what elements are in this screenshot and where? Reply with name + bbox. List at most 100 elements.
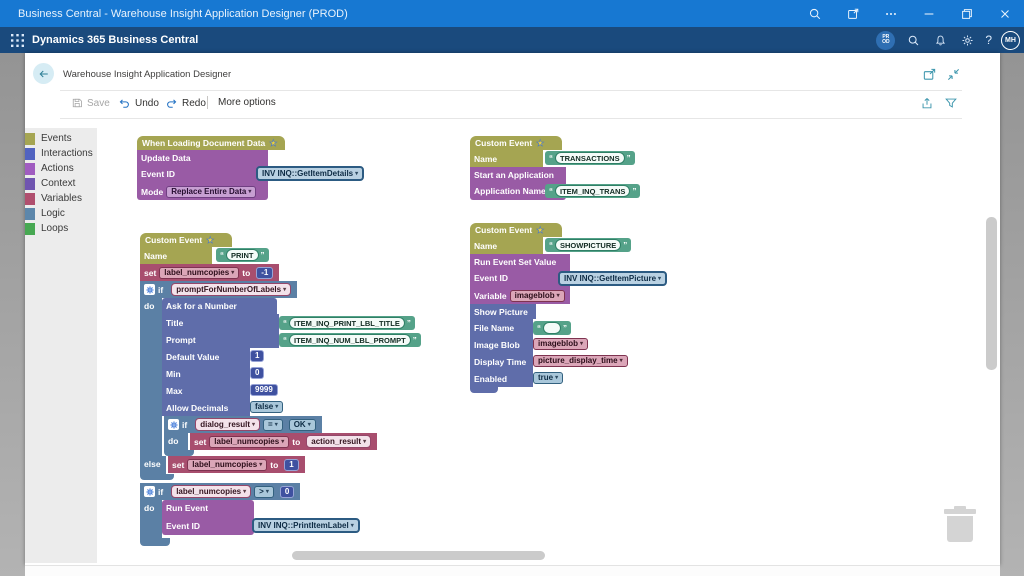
- block-custom-event-print[interactable]: Custom Event★ Name “PRINT” set label_num…: [140, 233, 421, 546]
- minimize-button[interactable]: [910, 0, 948, 27]
- variable-dropdown[interactable]: action_result▾: [306, 435, 372, 448]
- toolbox-category-interactions[interactable]: Interactions: [25, 146, 97, 161]
- mutator-gear-icon[interactable]: [144, 284, 155, 295]
- text-field[interactable]: ITEM_INQ_TRANS: [555, 185, 631, 197]
- undo-label: Undo: [135, 98, 159, 109]
- block-custom-event-showpicture[interactable]: Custom Event★ Name “SHOWPICTURE” Run Eve…: [470, 223, 668, 393]
- horizontal-scrollbar-thumb[interactable]: [292, 551, 545, 560]
- event-id-dropdown[interactable]: INV INQ::PrintItemLabel▾: [252, 518, 360, 533]
- star-icon[interactable]: ★: [536, 224, 545, 235]
- text-value-block[interactable]: “SHOWPICTURE”: [545, 238, 632, 252]
- text-value-block[interactable]: “ITEM_INQ_TRANS”: [545, 184, 641, 198]
- left-gutter: [0, 53, 25, 576]
- collapse-window-icon[interactable]: [946, 67, 962, 83]
- help-icon[interactable]: ?: [985, 33, 992, 47]
- variable-dropdown[interactable]: label_numcopies▾: [159, 266, 240, 279]
- number-value-block[interactable]: 0: [279, 485, 295, 498]
- variable-dropdown[interactable]: label_numcopies▾: [187, 458, 268, 471]
- operator-dropdown[interactable]: >▾: [254, 485, 274, 498]
- toolbox-category-loops[interactable]: Loops: [25, 221, 97, 236]
- value-dropdown[interactable]: OK▾: [288, 418, 316, 431]
- search-icon[interactable]: [904, 31, 922, 49]
- vertical-scrollbar-thumb[interactable]: [986, 217, 997, 370]
- settings-more-icon[interactable]: [872, 0, 910, 27]
- text-field[interactable]: ITEM_INQ_PRINT_LBL_TITLE: [289, 317, 405, 329]
- operator-dropdown[interactable]: =▾: [263, 418, 283, 431]
- text-field[interactable]: TRANSACTIONS: [555, 152, 625, 164]
- variable-dropdown[interactable]: label_numcopies▾: [209, 435, 290, 448]
- category-color-bar: [25, 192, 35, 205]
- variable-dropdown[interactable]: imageblob▾: [533, 338, 589, 350]
- text-field[interactable]: SHOWPICTURE: [555, 239, 622, 251]
- open-in-new-window-icon[interactable]: [922, 67, 938, 83]
- toolbox-category-variables[interactable]: Variables: [25, 191, 97, 206]
- redo-button[interactable]: Redo: [165, 97, 206, 110]
- notifications-bell-icon[interactable]: [931, 31, 949, 49]
- block-if-dialog-result[interactable]: if dialog_result▾ =▾ OK▾ do set label_nu…: [164, 416, 378, 456]
- mode-dropdown[interactable]: Replace Entire Data▾: [166, 185, 257, 198]
- dropdown-value: =: [268, 419, 273, 429]
- number-value-block[interactable]: 1: [250, 350, 265, 362]
- set-variable-block[interactable]: set label_numcopies▾ to -1: [140, 264, 280, 281]
- if-block[interactable]: if dialog_result▾ =▾ OK▾: [164, 416, 322, 433]
- number-value-block[interactable]: 1: [284, 458, 299, 471]
- number-value-block[interactable]: -1: [256, 266, 274, 279]
- undo-button[interactable]: Undo: [118, 97, 159, 110]
- if-block[interactable]: if label_numcopies▾ >▾ 0: [140, 483, 301, 500]
- set-variable-block[interactable]: set label_numcopies▾ to action_result▾: [190, 433, 378, 450]
- settings-gear-icon[interactable]: [958, 31, 976, 49]
- share-icon[interactable]: [920, 96, 936, 112]
- variable-dropdown[interactable]: promptForNumberOfLabels▾: [171, 283, 292, 296]
- text-field[interactable]: [543, 322, 561, 334]
- restore-button[interactable]: [948, 0, 986, 27]
- if-block[interactable]: if promptForNumberOfLabels▾: [140, 281, 298, 298]
- toolbox-category-actions[interactable]: Actions: [25, 161, 97, 176]
- variable-dropdown[interactable]: dialog_result▾: [195, 418, 261, 431]
- mutator-gear-icon[interactable]: [144, 486, 155, 497]
- number-value-block[interactable]: 9999: [250, 384, 278, 396]
- set-variable-block[interactable]: set label_numcopies▾ to 1: [168, 456, 305, 473]
- mutator-gear-icon[interactable]: [168, 419, 179, 430]
- block-run-event[interactable]: Run Event Event ID INV INQ::PrintItemLab…: [162, 500, 360, 535]
- star-icon[interactable]: ★: [269, 137, 278, 148]
- text-value-block[interactable]: “TRANSACTIONS”: [545, 151, 635, 165]
- save-button[interactable]: Save: [71, 97, 110, 109]
- user-avatar[interactable]: MH: [1001, 30, 1020, 50]
- variable-dropdown[interactable]: imageblob▾: [509, 289, 565, 302]
- more-options-button[interactable]: More options: [218, 97, 276, 108]
- text-field[interactable]: PRINT: [226, 249, 259, 261]
- block-custom-event-transactions[interactable]: Custom Event★ Name “TRANSACTIONS” Start …: [470, 136, 641, 200]
- text-value-block[interactable]: “PRINT”: [216, 248, 269, 262]
- number-value: 9999: [255, 385, 273, 394]
- toolbox-category-context[interactable]: Context: [25, 176, 97, 191]
- block-ask-for-a-number[interactable]: Ask for a Number Title “ITEM_INQ_PRINT_L…: [162, 298, 421, 416]
- text-field[interactable]: ITEM_INQ_NUM_LBL_PROMPT: [289, 334, 411, 346]
- text-value-block[interactable]: “ITEM_INQ_NUM_LBL_PROMPT”: [279, 333, 421, 347]
- toolbox-category-logic[interactable]: Logic: [25, 206, 97, 221]
- toolbar-divider: [60, 118, 962, 119]
- app-launcher-icon[interactable]: [8, 31, 26, 49]
- event-id-dropdown[interactable]: INV INQ::GetItemDetails▾: [256, 166, 365, 181]
- toolbox-category-events[interactable]: Events: [25, 131, 97, 146]
- event-id-dropdown[interactable]: INV INQ::GetItemPicture▾: [558, 271, 668, 286]
- number-value-block[interactable]: 0: [250, 367, 265, 379]
- variable-dropdown[interactable]: picture_display_time▾: [533, 355, 628, 367]
- window-controls: [796, 0, 1024, 27]
- variable-dropdown[interactable]: label_numcopies▾: [171, 485, 252, 498]
- zoom-icon[interactable]: [796, 0, 834, 27]
- text-value-block[interactable]: “ITEM_INQ_PRINT_LBL_TITLE”: [279, 316, 415, 330]
- block-show-picture[interactable]: Show Picture File Name “” Image Blob ima…: [470, 304, 628, 393]
- close-button[interactable]: [986, 0, 1024, 27]
- star-icon[interactable]: ★: [536, 137, 545, 148]
- open-in-browser-icon[interactable]: [834, 0, 872, 27]
- back-button[interactable]: [33, 63, 54, 84]
- text-value-block[interactable]: “”: [533, 321, 571, 335]
- block-when-loading-document-data[interactable]: When Loading Document Data★ Update Data …: [137, 136, 365, 200]
- filter-icon[interactable]: [944, 96, 960, 112]
- boolean-dropdown[interactable]: false▾: [250, 401, 284, 413]
- trash-icon[interactable]: [944, 504, 976, 542]
- product-name[interactable]: Dynamics 365 Business Central: [32, 34, 199, 46]
- boolean-dropdown[interactable]: true▾: [533, 372, 564, 384]
- star-icon[interactable]: ★: [206, 234, 215, 245]
